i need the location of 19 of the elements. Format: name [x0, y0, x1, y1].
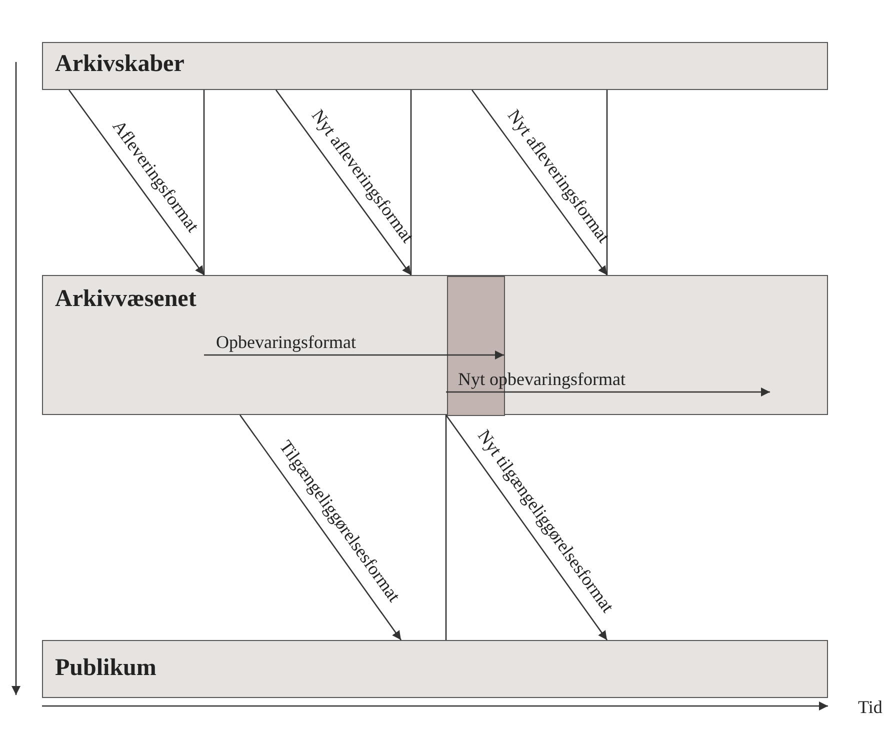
- axis-label: Tid: [858, 698, 882, 716]
- arrow: [446, 388, 770, 396]
- arrow: [239, 414, 402, 640]
- band-title: Arkivskaber: [55, 51, 184, 78]
- arrow: [204, 350, 504, 360]
- connector-line: [410, 90, 412, 275]
- connector-line: [606, 90, 608, 275]
- arrow: [68, 90, 205, 276]
- band-box: [42, 640, 828, 698]
- edge-label: Opbevaringsformat: [216, 333, 356, 351]
- band-box: [42, 42, 828, 90]
- band-title: Arkivvæsenet: [55, 286, 196, 313]
- connector-line: [445, 415, 447, 640]
- connector-line: [203, 90, 205, 275]
- band-title: Publikum: [55, 655, 156, 682]
- band-box: [42, 275, 828, 415]
- arrow: [445, 414, 608, 640]
- arrow: [275, 90, 412, 276]
- arrow: [471, 90, 608, 276]
